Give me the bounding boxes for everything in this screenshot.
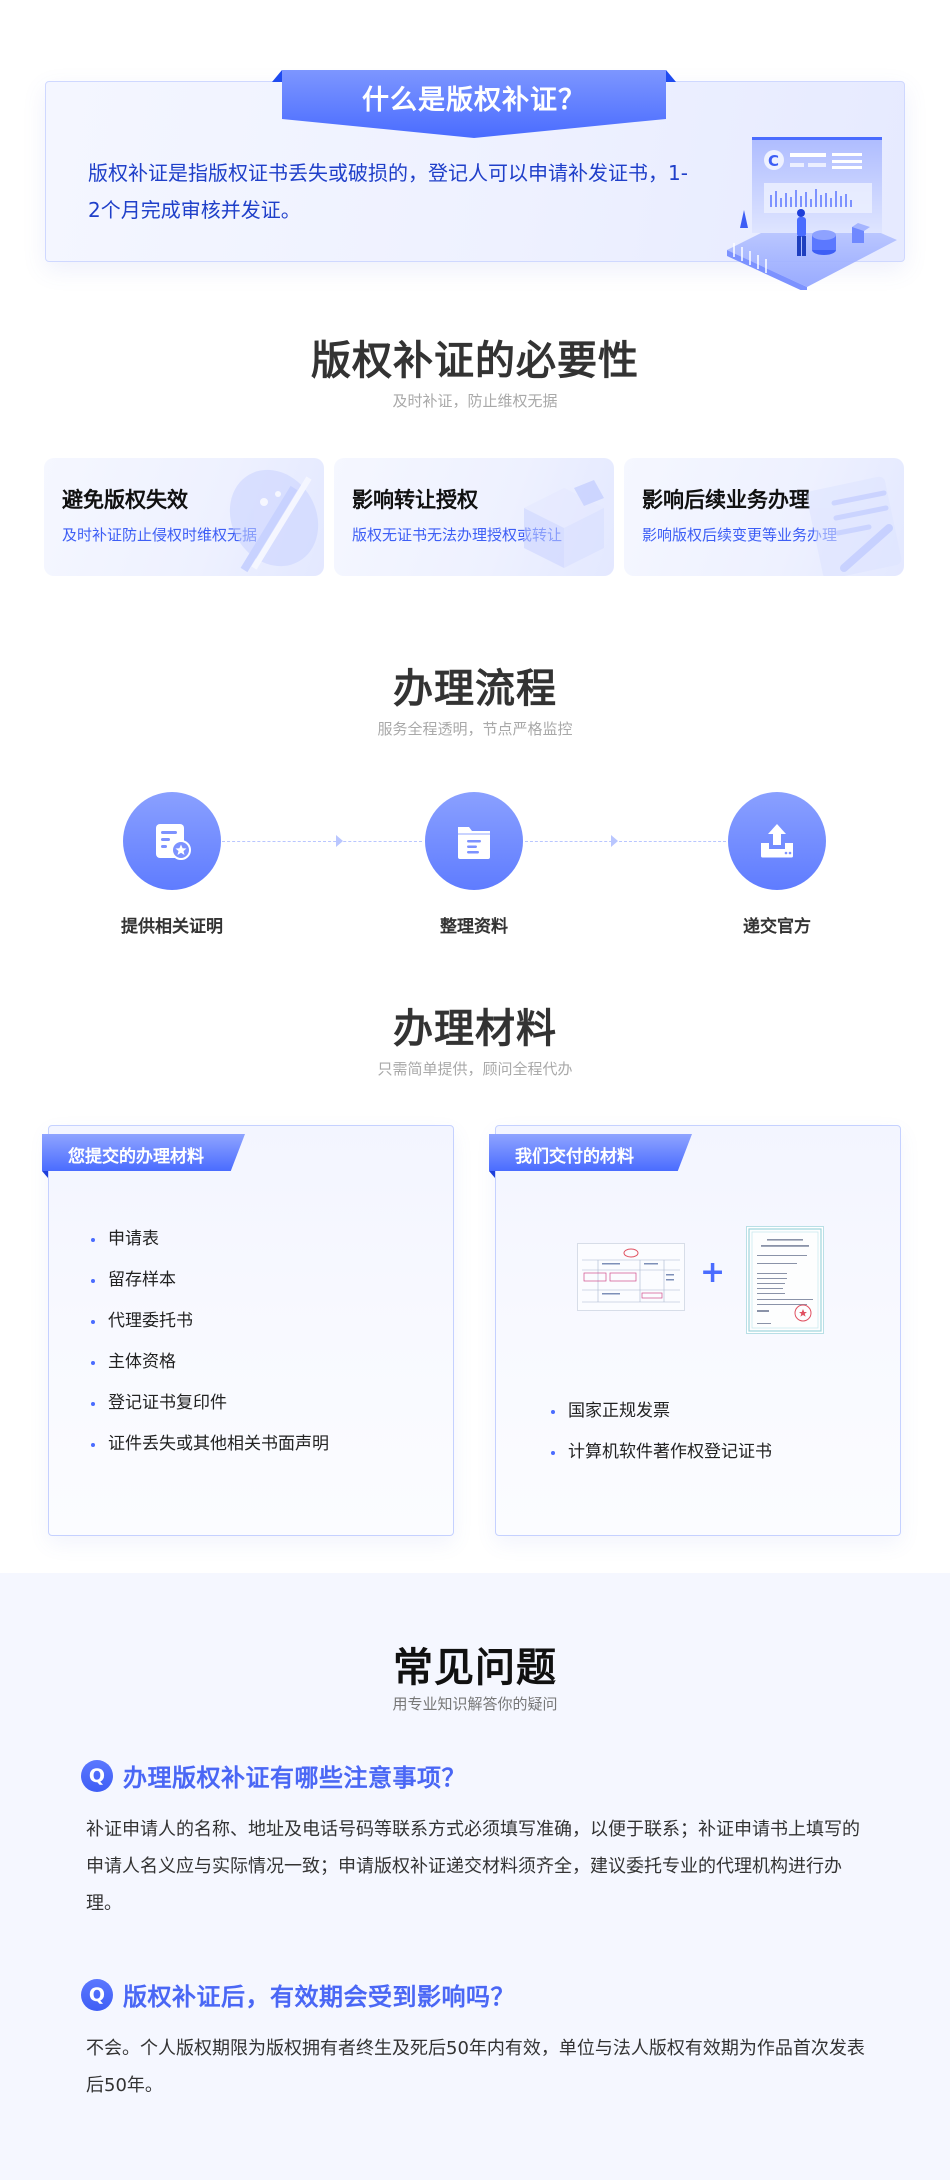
step-connector-1 [222,841,422,842]
list-item: 申请表 [91,1219,329,1260]
bullet-icon [91,1319,95,1324]
ribbon-ear-right [666,70,676,82]
bullet-icon [91,1237,95,1242]
card-subtitle: 影响版权后续变更等业务办理 [642,526,838,544]
step-circle [728,792,826,890]
pen-tool-icon [229,469,319,573]
deliver-materials-panel [495,1125,901,1536]
faq-answer-2: 不会。个人版权期限为版权拥有者终生及死后50年内有效，单位与法人版权有效期为作品… [86,2038,865,2096]
bullet-icon [91,1442,95,1447]
deliver-materials-list: 国家正规发票 计算机软件著作权登记证书 [551,1391,772,1473]
document-edit-icon [806,476,902,576]
faq-section [0,1573,950,2180]
list-item: 代理委托书 [91,1301,329,1342]
svg-text:C: C [768,152,779,170]
materials-subtitle: 只需简单提供，顾问全程代办 [377,1060,573,1078]
bullet-icon [91,1401,95,1406]
process-subtitle: 服务全程透明，节点严格监控 [377,720,573,738]
bullet-icon [91,1278,95,1283]
submit-materials-panel [48,1125,454,1536]
step-connector-2 [525,841,726,842]
copyright-illustration-icon: C [712,135,902,293]
list-item: 证件丢失或其他相关书面声明 [91,1424,329,1465]
card-subtitle: 及时补证防止侵权时维权无据 [62,526,258,544]
step-label: 整理资料 [440,917,508,937]
list-item: 计算机软件著作权登记证书 [551,1432,772,1473]
connector-arrow-icon [336,835,343,847]
bullet-icon [91,1360,95,1365]
bullet-icon [551,1450,555,1455]
question-text: 版权补证后，有效期会受到影响吗？ [123,1983,515,2011]
faq-question-2[interactable]: Q 版权补证后，有效期会受到影响吗？ [81,1977,515,2012]
submit-materials-list: 申请表 留存样本 代理委托书 主体资格 登记证书复印件 证件丢失或其他相关书面声… [91,1219,329,1465]
certificate-star-icon [156,824,191,860]
necessity-card-2: 影响转让授权 版权无证书无法办理授权或转让 [334,458,614,576]
list-item: 国家正规发票 [551,1391,772,1432]
plus-icon: + [700,1255,726,1290]
question-q-icon: Q [81,1978,113,2011]
software-copyright-certificate-image [746,1226,824,1334]
process-title: 办理流程 [393,666,557,712]
process-step-3: 递交官方 [697,792,857,937]
card-title: 影响转让授权 [352,488,478,512]
materials-title: 办理材料 [393,1006,557,1052]
upload-tray-icon [761,824,793,858]
folder-document-icon [458,827,490,859]
list-item: 主体资格 [91,1342,329,1383]
faq-title: 常见问题 [393,1645,557,1691]
intro-title-ribbon: 什么是版权补证？ [272,70,676,138]
necessity-card-1: 避免版权失效 及时补证防止侵权时维权无据 [44,458,324,576]
step-circle [425,792,523,890]
necessity-title: 版权补证的必要性 [311,338,639,384]
list-item: 留存样本 [91,1260,329,1301]
necessity-card-3: 影响后续业务办理 影响版权后续变更等业务办理 [624,458,904,576]
necessity-subtitle: 及时补证，防止维权无据 [392,392,558,410]
ribbon-ear-left [272,70,282,82]
process-step-1: 提供相关证明 [92,792,252,937]
intro-title: 什么是版权补证？ [362,85,586,116]
question-q-icon: Q [81,1759,113,1792]
blocks-icon [524,480,604,568]
step-circle [123,792,221,890]
card-title: 避免版权失效 [62,488,188,512]
card-title: 影响后续业务办理 [642,488,810,512]
step-label: 递交官方 [743,917,811,937]
step-label: 提供相关证明 [121,917,223,937]
intro-description: 版权补证是指版权证书丢失或破损的，登记人可以申请补发证书，1-2个月完成审核并发… [88,161,688,222]
faq-answer-1: 补证申请人的名称、地址及电话号码等联系方式必须填写准确，以便于联系；补证申请书上… [86,1819,860,1914]
question-text: 办理版权补证有哪些注意事项？ [123,1764,466,1792]
bullet-icon [551,1409,555,1414]
card-subtitle: 版权无证书无法办理授权或转让 [352,526,563,544]
tag-label: 您提交的办理材料 [68,1147,204,1167]
tag-label: 我们交付的材料 [515,1147,634,1167]
invoice-image [577,1243,685,1311]
faq-subtitle: 用专业知识解答你的疑问 [392,1695,558,1713]
list-item: 登记证书复印件 [91,1383,329,1424]
faq-question-1[interactable]: Q 办理版权补证有哪些注意事项？ [81,1758,466,1793]
connector-arrow-icon [611,835,618,847]
process-step-2: 整理资料 [394,792,554,937]
